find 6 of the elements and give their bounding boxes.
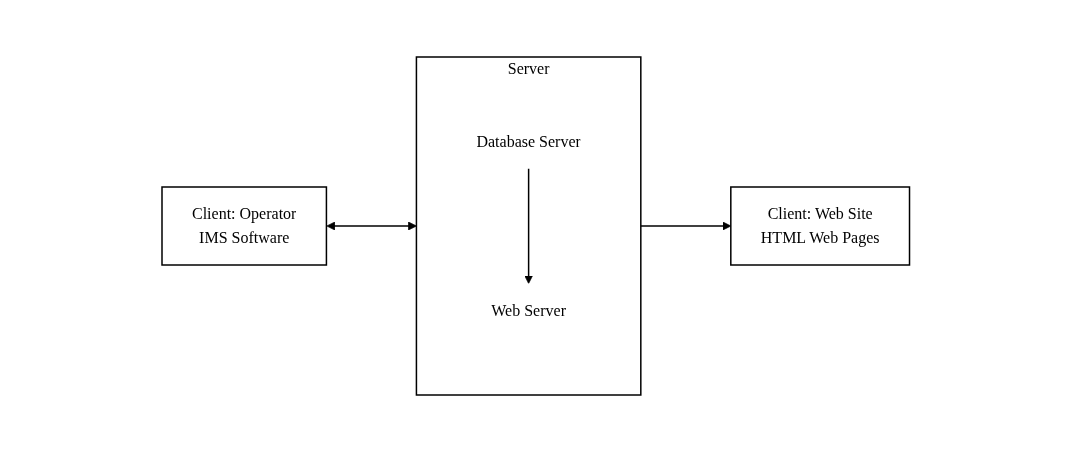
arrow [326,221,417,230]
node-text: Web Server [491,301,566,318]
node-box: Client: Operator IMS Software [161,185,327,266]
arrow [523,167,533,284]
node-text: Database Server [476,132,581,149]
node-box: Client: Web Site HTML Web Pages [729,185,910,266]
